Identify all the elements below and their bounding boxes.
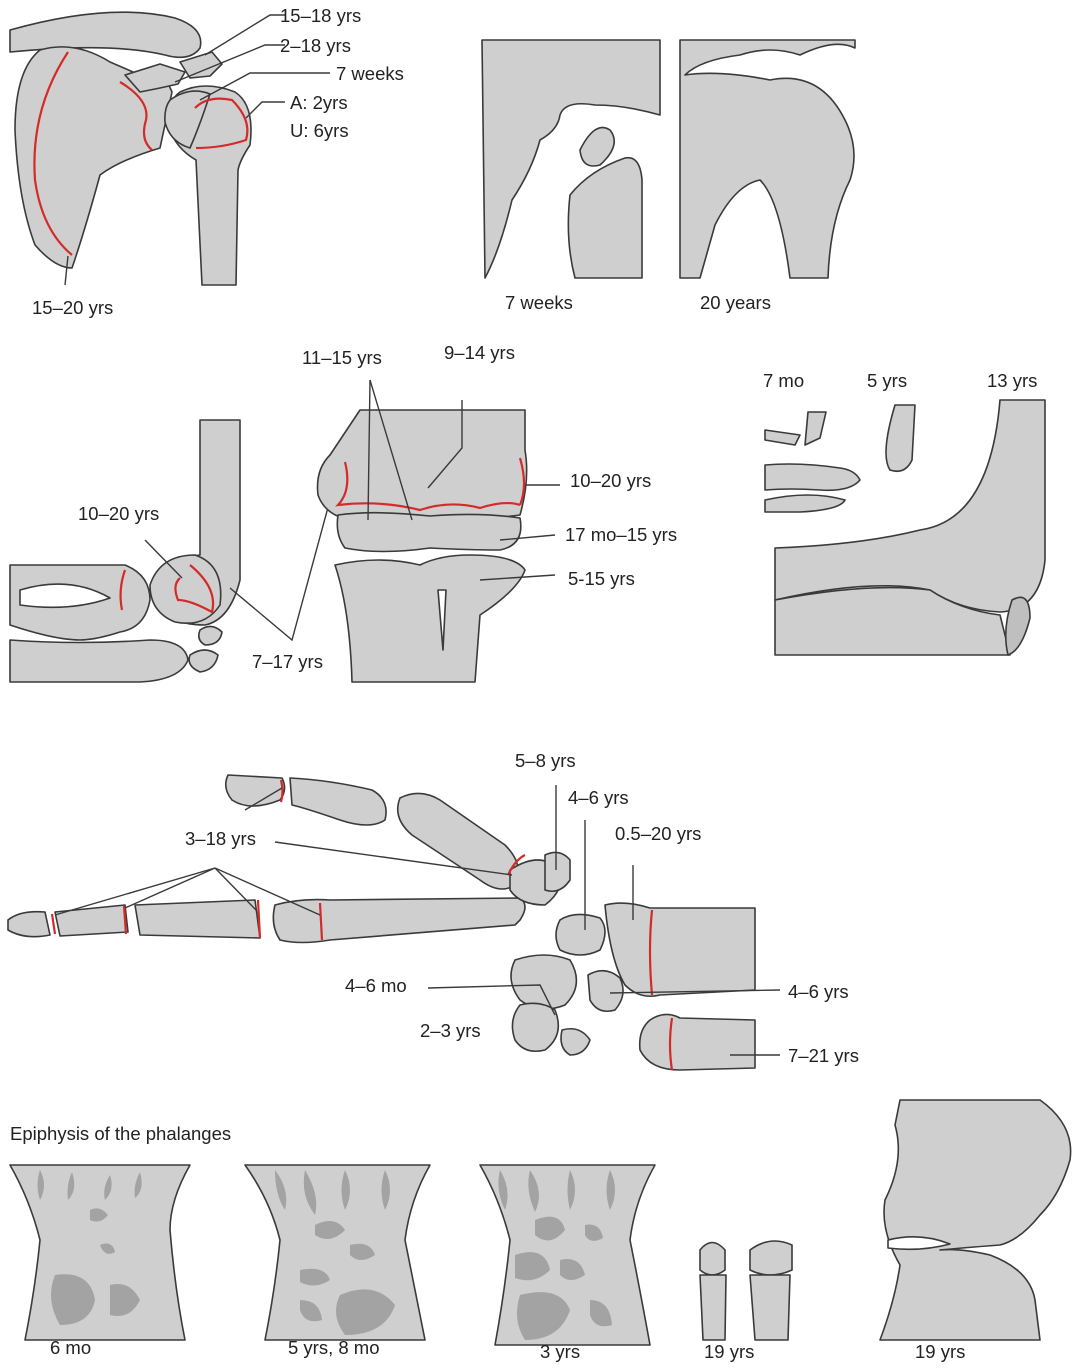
finger-tip — [8, 912, 50, 937]
xray-13-yrs-patella — [1006, 597, 1030, 655]
carpal-lunate — [588, 971, 623, 1012]
label-10-20-yrs-right: 10–20 yrs — [570, 470, 651, 491]
label-4-6-mo: 4–6 mo — [345, 975, 407, 996]
label-3-18-yrs: 3–18 yrs — [185, 828, 256, 849]
label-4-6-yrs-top: 4–6 yrs — [568, 787, 629, 808]
xray-7mo-b — [765, 430, 800, 445]
hand-diagram: 5–8 yrs 4–6 yrs 0.5–20 yrs 3–18 yrs 4–6 … — [8, 750, 859, 1070]
shoulder-diagram: 15–18 yrs 2–18 yrs 7 weeks A: 2yrs U: 6y… — [10, 5, 404, 318]
xray-label-5-yrs: 5 yrs — [867, 370, 907, 391]
phys-f1 — [52, 914, 55, 934]
leader-a2 — [246, 102, 285, 118]
label-15-20-yrs: 15–20 yrs — [32, 297, 113, 318]
label-5-8-yrs: 5–8 yrs — [515, 750, 576, 771]
label-4-6-yrs-right: 4–6 yrs — [788, 981, 849, 1002]
finger-distal — [55, 905, 128, 936]
xray-label-7-mo: 7 mo — [763, 370, 804, 391]
xray-label-7-weeks: 7 weeks — [505, 292, 573, 313]
thumb-proximal — [290, 778, 386, 825]
phalanges-label-6-mo: 6 mo — [50, 1337, 91, 1358]
shoulder-xray-panels: 7 weeks 20 years — [482, 40, 855, 313]
tibia — [335, 555, 525, 682]
thumb-metacarpal — [398, 793, 519, 889]
phalanges-title: Epiphysis of the phalanges — [10, 1123, 231, 1144]
radius — [605, 903, 755, 996]
knee-diagram: 10–20 yrs 7–17 yrs 11–15 yrs 9–14 yrs 10… — [10, 342, 677, 682]
carpal-2 — [512, 1003, 558, 1051]
label-7-21-yrs: 7–21 yrs — [788, 1045, 859, 1066]
carpal-capitate — [556, 914, 605, 955]
phalanx-19yrs-small — [700, 1241, 792, 1340]
xray-5yrs-tibia — [765, 464, 860, 490]
finger-middle — [135, 900, 260, 938]
phalanges-section: Epiphysis of the phalanges 6 mo 5 yr — [10, 1100, 1071, 1362]
phalanx-6mo — [10, 1165, 190, 1340]
thumb-distal — [226, 775, 285, 806]
phalanges-label-3-yrs: 3 yrs — [540, 1341, 580, 1362]
xray-20-years — [680, 40, 855, 278]
phalanx-5yrs-8mo — [245, 1165, 430, 1340]
label-5-15-yrs: 5-15 yrs — [568, 568, 635, 589]
xray-5yrs-femur — [886, 405, 915, 471]
xray-7-weeks-ossicle — [580, 128, 614, 167]
label-a-2yrs: A: 2yrs — [290, 92, 348, 113]
label-0.5-20-yrs: 0.5–20 yrs — [615, 823, 701, 844]
label-11-15-yrs: 11–15 yrs — [302, 347, 382, 368]
label-2-18-yrs: 2–18 yrs — [280, 35, 351, 56]
label-9-14-yrs: 9–14 yrs — [444, 342, 515, 363]
finger-proximal — [273, 898, 525, 943]
carpal-1 — [511, 955, 576, 1009]
phalanges-label-5-yrs-8-mo: 5 yrs, 8 mo — [288, 1337, 380, 1358]
patella-2 — [189, 650, 218, 672]
knee-xray-panel: 7 mo 5 yrs 13 yrs — [763, 370, 1045, 655]
label-7-weeks: 7 weeks — [336, 63, 404, 84]
lower-shin — [10, 640, 188, 682]
leader-15-18 — [205, 15, 285, 55]
phalanx-19yrs-large — [880, 1100, 1071, 1340]
phalanges-label-19-yrs-b: 19 yrs — [915, 1341, 965, 1362]
xray-7mo — [805, 412, 826, 445]
ulna — [640, 1014, 755, 1070]
label-10-20-yrs-left: 10–20 yrs — [78, 503, 159, 524]
xray-label-20-years: 20 years — [700, 292, 771, 313]
phalanx-3yrs — [480, 1165, 655, 1345]
patella-1 — [199, 626, 222, 645]
leader-7-17 — [230, 500, 330, 640]
tibia-epiphysis — [337, 513, 521, 552]
xray-7-weeks-humerus — [568, 158, 642, 278]
label-7-17-yrs: 7–17 yrs — [252, 651, 323, 672]
label-2-3-yrs: 2–3 yrs — [420, 1020, 481, 1041]
label-17mo-15-yrs: 17 mo–15 yrs — [565, 524, 677, 545]
xray-5yrs-tibia-b — [765, 495, 845, 512]
carpal-3 — [561, 1029, 590, 1055]
phalanges-label-19-yrs-a: 19 yrs — [704, 1341, 754, 1362]
label-15-18-yrs: 15–18 yrs — [280, 5, 361, 26]
carpal-trapezium — [545, 852, 570, 891]
label-u-6yrs: U: 6yrs — [290, 120, 349, 141]
xray-label-13-yrs: 13 yrs — [987, 370, 1037, 391]
